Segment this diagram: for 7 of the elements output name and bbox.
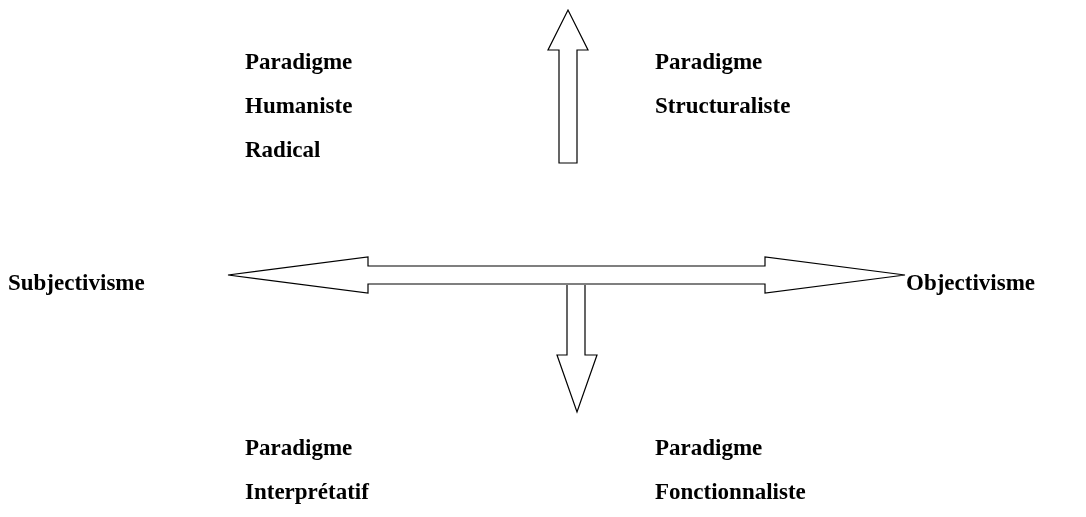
axis-label: Subjectivisme <box>8 268 145 298</box>
axis-label: Objectivisme <box>906 268 1035 298</box>
paradigm-label: Paradigme Fonctionnaliste <box>655 434 806 506</box>
paradigm-label: Paradigme Structuraliste <box>655 48 791 120</box>
paradigm-label: Paradigme Interprétatif <box>245 434 369 506</box>
paradigm-label: Paradigme Humaniste Radical <box>245 48 353 164</box>
double-arrow <box>227 256 906 294</box>
